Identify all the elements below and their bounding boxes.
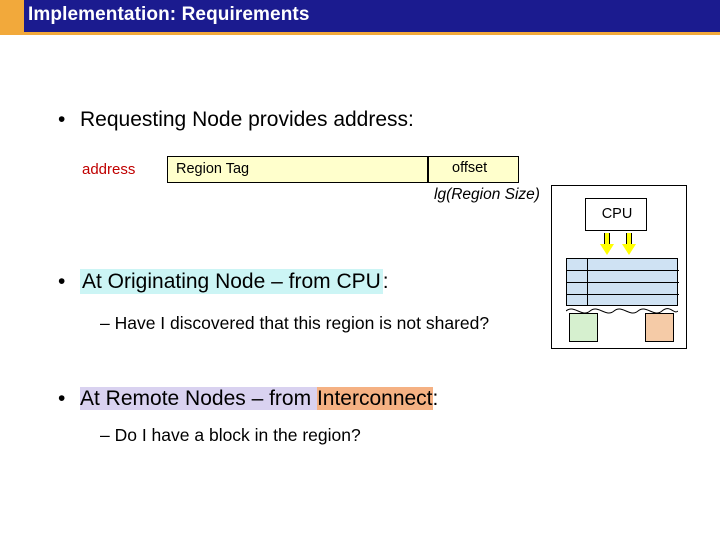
green-block <box>569 313 598 342</box>
orange-block <box>645 313 674 342</box>
bullet-3-text: At Remote Nodes – from <box>80 387 317 410</box>
arrow-down-icon <box>600 233 614 255</box>
lg-region-size-label: lg(Region Size) <box>434 186 540 203</box>
bullet-glyph: • <box>58 387 66 410</box>
memory-row-divider <box>567 270 679 271</box>
arrow-stem <box>626 233 632 245</box>
bullet-1-text: Requesting Node provides address: <box>80 108 414 131</box>
arrow-head <box>622 244 636 255</box>
memory-stack <box>566 258 679 306</box>
title-accent-block <box>0 0 24 32</box>
sub-bullet-block-in-region: – Do I have a block in the region? <box>100 425 361 445</box>
slide-title-bar: Implementation: Requirements <box>0 0 720 32</box>
offset-label: offset <box>452 160 488 176</box>
bullet-originating-node: • At Originating Node – from CPU: <box>58 269 389 294</box>
region-tag-box: Region Tag <box>167 156 428 183</box>
offset-box: offset <box>428 156 519 183</box>
memory-row-divider <box>567 294 679 295</box>
bullet-3-highlight: Interconnect <box>316 387 433 410</box>
bullet-3-colon: : <box>432 387 439 410</box>
bullet-2-text: At Originating Node – from CPU <box>80 269 383 294</box>
node-diagram: CPU <box>551 185 687 349</box>
region-tag-label: Region Tag <box>176 161 250 177</box>
bullet-requesting-node: • Requesting Node provides address: <box>58 108 414 132</box>
cpu-box: CPU <box>585 198 647 231</box>
squiggle-divider <box>566 308 678 314</box>
arrow-head <box>600 244 614 255</box>
bullet-glyph: • <box>58 108 66 131</box>
page-title: Implementation: Requirements <box>28 4 310 25</box>
title-underline <box>0 32 720 35</box>
sub-bullet-discovered-region: – Have I discovered that this region is … <box>100 313 490 333</box>
arrow-stem <box>604 233 610 245</box>
address-label: address <box>82 161 136 178</box>
arrow-down-icon <box>622 233 636 255</box>
bullet-glyph: • <box>58 270 66 293</box>
memory-row-divider <box>567 282 679 283</box>
bullet-remote-nodes: • At Remote Nodes – from Interconnect: <box>58 387 438 411</box>
bullet-2-colon: : <box>382 270 389 293</box>
cpu-label: CPU <box>601 206 633 222</box>
